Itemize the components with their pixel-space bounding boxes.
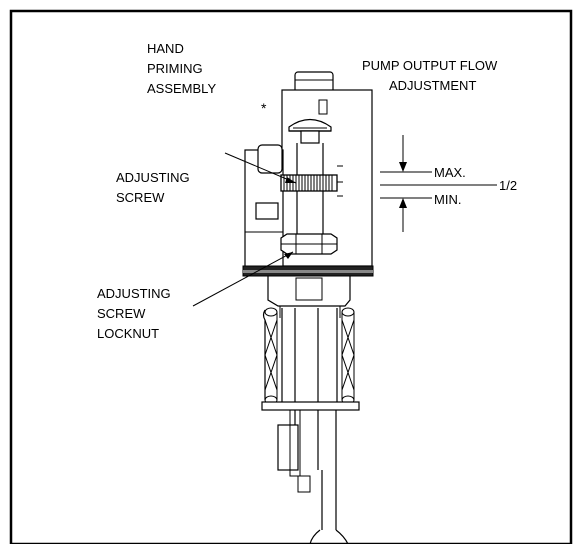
- hand-priming-knob: [288, 118, 332, 144]
- hand-priming-label-3: ASSEMBLY: [147, 81, 216, 96]
- leader-lines: [192, 152, 297, 307]
- adjusting-screw-locknut: [280, 233, 338, 255]
- lower-body: [261, 276, 360, 545]
- flow-indicator: [380, 135, 497, 232]
- flow-adjust-label-1: PUMP OUTPUT FLOW: [362, 58, 498, 73]
- asterisk-mark: *: [261, 100, 267, 116]
- housing-window: [318, 99, 328, 115]
- max-label: MAX.: [434, 165, 466, 180]
- adjusting-screw-label-2: SCREW: [116, 190, 165, 205]
- half-label: 1/2: [499, 178, 517, 193]
- hand-priming-label-2: PRIMING: [147, 61, 203, 76]
- adjusting-screw-leader: [224, 152, 297, 184]
- locknut-label-2: SCREW: [97, 306, 146, 321]
- adjusting-screw: [280, 174, 338, 192]
- locknut-label-3: LOCKNUT: [97, 326, 159, 341]
- hand-priming-label-1: HAND: [147, 41, 184, 56]
- adjusting-shaft: [296, 143, 324, 236]
- adjusting-screw-label-1: ADJUSTING: [116, 170, 190, 185]
- locknut-label-1: ADJUSTING: [97, 286, 171, 301]
- locknut-leader: [192, 251, 294, 307]
- flow-adjust-label-2: ADJUSTMENT: [389, 78, 476, 93]
- min-label: MIN.: [434, 192, 461, 207]
